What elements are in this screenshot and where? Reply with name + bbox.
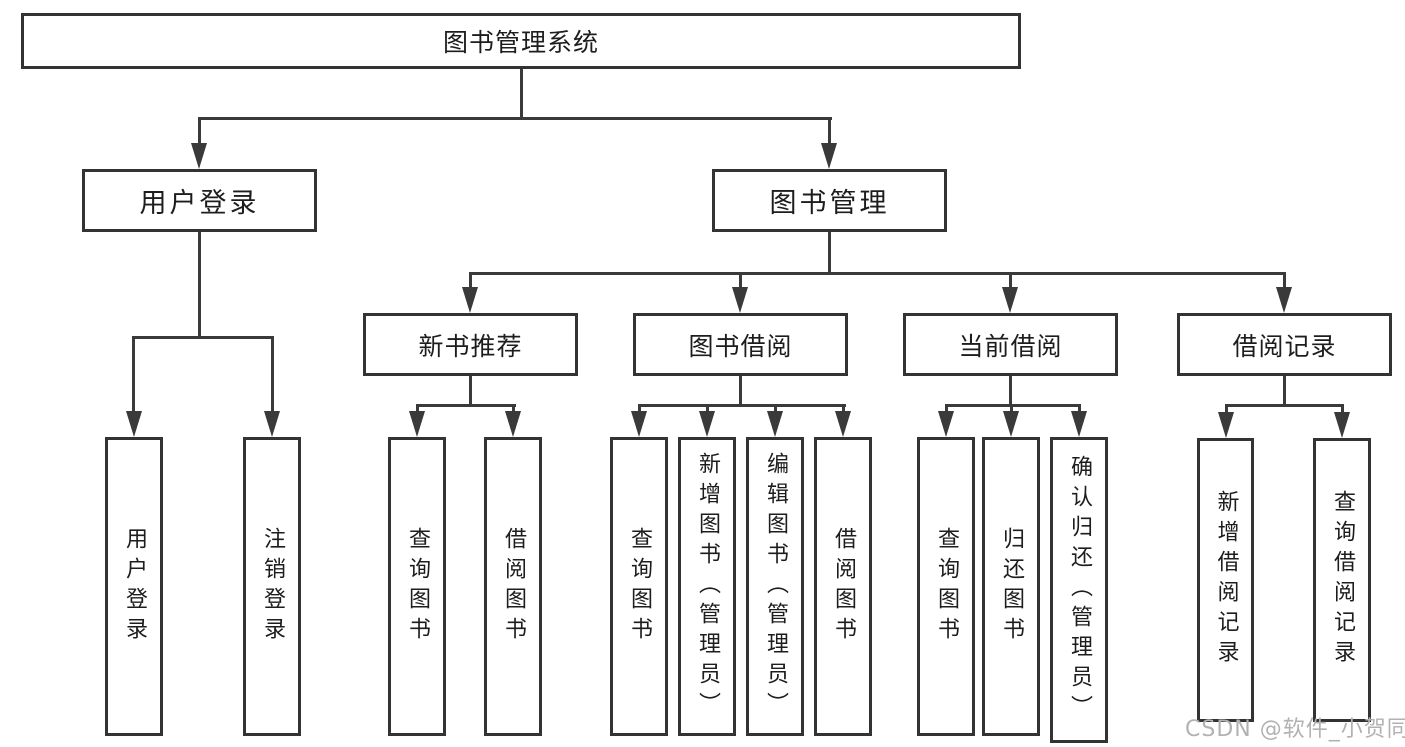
node-current-borrowing: 当前借阅 — [903, 313, 1118, 376]
leaf-borrow-books-borrowing: 借阅图书 — [814, 437, 872, 736]
node-book-borrowing: 图书借阅 — [633, 313, 848, 376]
connector-line — [842, 404, 845, 415]
node-borrow-records: 借阅记录 — [1177, 313, 1392, 376]
node-label: 注销登录 — [260, 526, 285, 647]
leaf-query-books-recommend: 查询图书 — [388, 437, 446, 736]
leaf-query-borrow-record: 查询借阅记录 — [1313, 438, 1371, 722]
leaf-add-borrow-record: 新增借阅记录 — [1197, 438, 1254, 722]
connector-line — [1009, 376, 1012, 407]
leaf-add-books-admin: 新增图书（管理员） — [678, 437, 736, 736]
node-book-management: 图书管理 — [712, 169, 947, 232]
node-label: 查询借阅记录 — [1330, 490, 1355, 670]
connector-line — [1341, 404, 1344, 416]
connector-line — [132, 336, 135, 414]
node-user-login: 用户登录 — [82, 169, 317, 232]
connector-line — [945, 404, 948, 415]
connector-line — [1010, 404, 1013, 415]
connector-line — [945, 404, 1081, 407]
connector-line — [198, 117, 201, 147]
connector-line — [774, 404, 777, 415]
node-label: 查询图书 — [934, 526, 959, 647]
node-label: 借阅记录 — [1232, 331, 1337, 361]
node-label: 借阅图书 — [501, 526, 526, 647]
leaf-confirm-return-admin: 确认归还（管理员） — [1050, 437, 1108, 743]
connector-line — [1009, 272, 1012, 290]
connector-line — [739, 376, 742, 407]
arrowhead-down-icon — [505, 411, 521, 437]
connector-line — [271, 336, 274, 414]
arrowhead-down-icon — [767, 411, 783, 437]
node-label: 归还图书 — [999, 526, 1024, 647]
arrowhead-down-icon — [264, 411, 280, 437]
node-label: 借阅图书 — [831, 526, 856, 647]
arrowhead-down-icon — [409, 411, 425, 437]
connector-line — [198, 232, 201, 339]
leaf-logout: 注销登录 — [243, 437, 301, 736]
leaf-return-books: 归还图书 — [982, 437, 1040, 736]
node-label: 新增图书（管理员） — [695, 451, 720, 722]
node-label: 图书借阅 — [688, 331, 793, 361]
arrowhead-down-icon — [462, 287, 478, 313]
node-label: 确认归还（管理员） — [1067, 455, 1092, 725]
arrowhead-down-icon — [835, 411, 851, 437]
connector-line — [1078, 404, 1081, 415]
arrowhead-down-icon — [126, 411, 142, 437]
arrowhead-down-icon — [1071, 411, 1087, 437]
node-label: 编辑图书（管理员） — [763, 451, 788, 722]
connector-line — [739, 272, 742, 290]
connector-line — [469, 272, 1286, 275]
connector-line — [520, 68, 523, 120]
connector-line — [198, 117, 832, 120]
leaf-query-books-borrowing: 查询图书 — [610, 437, 668, 736]
arrowhead-down-icon — [938, 411, 954, 437]
node-root: 图书管理系统 — [21, 13, 1021, 69]
arrowhead-down-icon — [821, 143, 837, 169]
connector-line — [469, 376, 472, 407]
connector-line — [1225, 404, 1228, 416]
arrowhead-down-icon — [1276, 287, 1292, 313]
connector-line — [416, 404, 419, 415]
leaf-edit-books-admin: 编辑图书（管理员） — [746, 437, 804, 736]
arrowhead-down-icon — [1003, 411, 1019, 437]
connector-line — [1225, 404, 1343, 407]
node-label: 用户登录 — [139, 188, 260, 219]
node-label: 查询图书 — [405, 526, 430, 647]
connector-line — [638, 404, 641, 415]
leaf-query-books-current: 查询图书 — [917, 437, 975, 736]
connector-line — [1283, 272, 1286, 290]
node-label: 当前借阅 — [958, 331, 1063, 361]
connector-line — [828, 232, 831, 275]
arrowhead-down-icon — [191, 143, 207, 169]
connector-line — [512, 404, 515, 415]
node-label: 用户登录 — [122, 526, 147, 647]
arrowhead-down-icon — [631, 411, 647, 437]
node-label: 新增借阅记录 — [1213, 490, 1239, 670]
arrowhead-down-icon — [1334, 412, 1350, 438]
connector-line — [469, 272, 472, 290]
connector-line — [638, 404, 846, 407]
arrowhead-down-icon — [1002, 287, 1018, 313]
node-label: 图书管理系统 — [442, 28, 599, 57]
connector-line — [828, 117, 831, 147]
node-label: 查询图书 — [627, 526, 652, 647]
node-label: 图书管理 — [769, 188, 890, 219]
connector-line — [416, 404, 516, 407]
connector-line — [706, 404, 709, 415]
leaf-user-login: 用户登录 — [105, 437, 163, 736]
node-new-book-recommend: 新书推荐 — [363, 313, 578, 376]
arrowhead-down-icon — [1218, 412, 1234, 438]
arrowhead-down-icon — [732, 287, 748, 313]
connector-line — [1283, 376, 1286, 407]
csdn-watermark: CSDN @软件_小贺同学 — [1185, 717, 1405, 742]
node-label: 新书推荐 — [418, 331, 523, 361]
connector-line — [132, 336, 274, 339]
arrowhead-down-icon — [699, 411, 715, 437]
leaf-borrow-books-recommend: 借阅图书 — [484, 437, 542, 736]
